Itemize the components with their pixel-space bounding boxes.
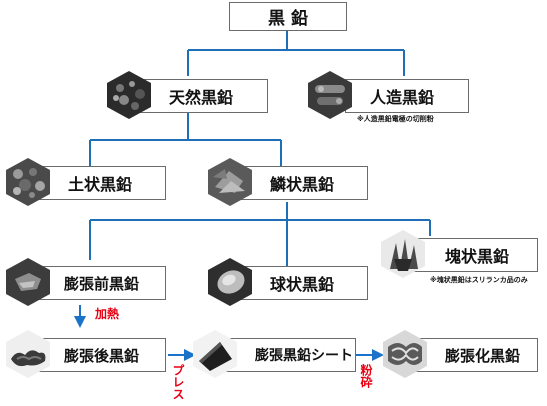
spherical-graphite-icon (205, 257, 255, 307)
flake-graphite-icon (205, 157, 255, 207)
node-lump-label: 塊状黒鉛 (445, 247, 510, 266)
node-flake-label: 鱗状黒鉛 (270, 175, 335, 194)
node-pre-expanded: 膨張前黒鉛 (29, 266, 166, 300)
node-pre-expanded-label: 膨張前黒鉛 (64, 274, 140, 293)
pre-expanded-graphite-icon (3, 257, 53, 307)
node-earthy: 土状黒鉛 (29, 166, 166, 200)
node-post-expanded: 膨張後黒鉛 (29, 338, 166, 372)
post-expanded-graphite-icon (3, 329, 53, 379)
artificial-graphite-icon (305, 70, 355, 120)
process-heat: 加熱 (95, 307, 120, 321)
node-lump: 塊状黒鉛 (404, 238, 538, 272)
node-root: 黒 鉛 (229, 2, 347, 31)
node-spherical: 球状黒鉛 (231, 266, 368, 300)
process-press: プレス (171, 364, 185, 400)
node-natural: 天然黒鉛 (128, 79, 268, 113)
node-artificial-label: 人造黒鉛 (370, 88, 435, 107)
node-root-label: 黒 鉛 (268, 9, 308, 29)
note-artificial: ※人造黒鉛電極の切削粉 (357, 115, 434, 123)
node-expanded-graphite-label: 膨張化黒鉛 (445, 346, 521, 365)
earthy-graphite-icon (3, 157, 53, 207)
sheet-graphite-icon (190, 329, 240, 379)
node-spherical-label: 球状黒鉛 (270, 275, 335, 294)
node-artificial: 人造黒鉛 (345, 79, 469, 113)
node-sheet-label: 膨張黒鉛シート (255, 348, 353, 364)
note-lump: ※塊状黒鉛はスリランカ品のみ (430, 276, 528, 284)
process-crush: 粉砕 (359, 364, 373, 388)
node-natural-label: 天然黒鉛 (169, 88, 234, 107)
node-earthy-label: 土状黒鉛 (68, 175, 133, 194)
node-sheet: 膨張黒鉛シート (216, 338, 356, 372)
expanded-graphite-icon (380, 329, 430, 379)
natural-graphite-icon (104, 70, 154, 120)
node-post-expanded-label: 膨張後黒鉛 (64, 346, 140, 365)
lump-graphite-icon (378, 229, 428, 279)
